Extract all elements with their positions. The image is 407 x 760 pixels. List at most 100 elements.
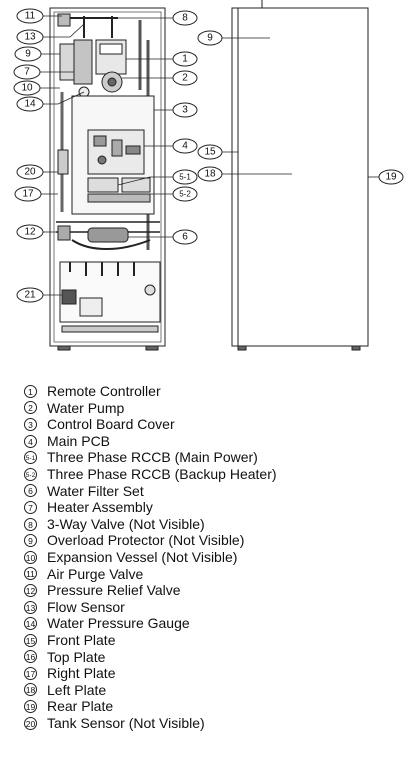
legend-number: 5-1	[24, 451, 37, 465]
legend-label: Top Plate	[47, 648, 106, 665]
callout-label: 14	[24, 99, 36, 110]
callout-label: 11	[25, 11, 36, 22]
foot-left	[57, 345, 71, 351]
callout-18	[197, 166, 223, 182]
legend-label: Three Phase RCCB (Main Power)	[47, 449, 258, 466]
callout-15	[197, 144, 223, 160]
callout-label: 6	[182, 232, 188, 243]
side-cabinet-outline	[231, 7, 369, 347]
callout-label: 4	[182, 141, 188, 152]
legend-number: 11	[24, 567, 37, 581]
bottom-compartment	[59, 261, 161, 323]
bottom-connectors	[69, 262, 135, 276]
rccb-main-shape	[87, 177, 119, 193]
legend-number: 2	[24, 401, 37, 415]
pcb-component-c	[125, 145, 141, 155]
callout-14	[16, 96, 44, 112]
legend-item: 19 Rear Plate	[24, 698, 277, 715]
callout-7	[13, 64, 41, 80]
legend-label: Front Plate	[47, 631, 116, 648]
callout-label: 8	[182, 13, 188, 24]
tank-sensor-shape	[57, 149, 69, 175]
pcb-component-a	[93, 135, 107, 147]
callout-5-2	[172, 186, 198, 202]
front-view	[49, 7, 166, 351]
water-pump-hub	[107, 77, 117, 87]
callout-12	[16, 224, 44, 240]
legend-label: Three Phase RCCB (Backup Heater)	[47, 465, 277, 482]
legend-number: 3	[24, 417, 37, 431]
callout-label: 5-2	[179, 190, 191, 199]
legend-item: 15 Front Plate	[24, 632, 277, 649]
legend-label: Left Plate	[47, 681, 107, 698]
bottom-fitting	[144, 284, 156, 296]
legend-label: 3-Way Valve (Not Visible)	[47, 515, 205, 532]
legend-number: 12	[24, 583, 37, 597]
callout-10	[13, 80, 41, 96]
legend-number: 6	[24, 484, 37, 498]
legend-item: 1 Remote Controller	[24, 383, 277, 400]
callout-label: 19	[385, 172, 397, 183]
legend-item: 18 Left Plate	[24, 682, 277, 699]
legend-label: Remote Controller	[47, 383, 161, 399]
legend-label: Flow Sensor	[47, 598, 125, 615]
pcb-component-b	[111, 139, 123, 157]
legend-number: 1	[24, 384, 37, 398]
legend-number: 15	[24, 633, 37, 647]
callout-label: 7	[24, 67, 30, 78]
callout-label: 18	[204, 169, 216, 180]
legend-label: Rear Plate	[47, 698, 114, 715]
callout-20	[16, 164, 44, 180]
callout-label: 17	[22, 189, 34, 200]
pipe-top	[70, 16, 118, 38]
callout-9-side	[197, 30, 223, 46]
legend-number: 9	[24, 534, 37, 548]
pressure-relief-valve-shape	[57, 225, 71, 241]
legend-number: 10	[24, 550, 37, 564]
legend-label: Heater Assembly	[47, 499, 153, 516]
callout-4	[172, 138, 198, 154]
callout-11	[16, 8, 44, 24]
callout-label: 12	[24, 227, 36, 238]
legend-label: Water Pump	[47, 399, 125, 416]
safety-relief-valve-shape	[61, 289, 77, 305]
side-view	[231, 0, 369, 351]
terminal-strip	[87, 193, 151, 203]
callout-label: 13	[24, 32, 36, 43]
legend-number: 18	[24, 683, 37, 697]
legend-number: 17	[24, 666, 37, 680]
base-plate	[61, 325, 159, 333]
leader-lines	[40, 15, 380, 296]
legend-label: Water Pressure Gauge	[47, 615, 190, 632]
callout-label: 5-1	[179, 173, 191, 182]
legend-number: 19	[24, 700, 37, 714]
legend-number: 16	[24, 650, 37, 664]
callout-13	[16, 29, 44, 45]
remote-controller-screen	[99, 43, 123, 55]
foot-right	[145, 345, 159, 351]
callout-label: 3	[182, 105, 188, 116]
callout-label: 1	[182, 54, 188, 65]
unit-diagram: 11 13 9 7 10 14 20 17 12 21 8 1 2 3 4 5-…	[13, 0, 404, 351]
legend-number: 5-2	[24, 467, 37, 481]
pcb-capacitor	[97, 155, 107, 165]
callout-9-front	[14, 46, 42, 62]
callout-21	[16, 287, 44, 303]
callout-2	[172, 70, 198, 86]
callout-labels: 11 13 9 7 10 14 20 17 12 21 8 1 2 3 4 5-…	[21, 11, 397, 301]
drain-box	[79, 297, 103, 317]
